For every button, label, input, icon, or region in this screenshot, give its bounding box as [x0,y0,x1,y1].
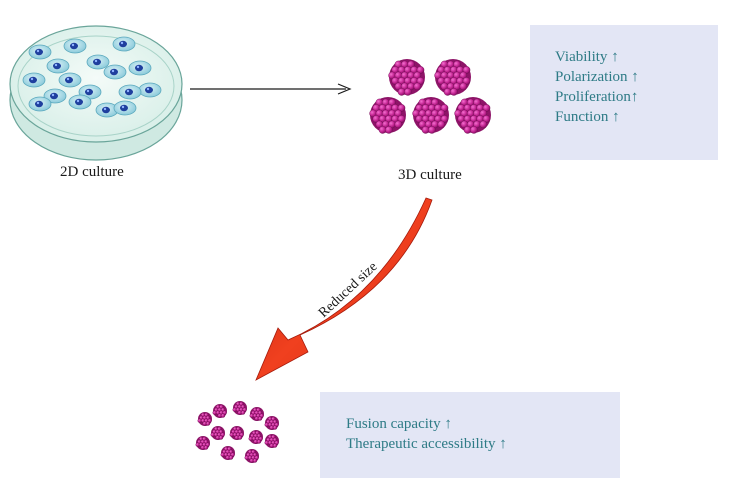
label-3d-culture: 3D culture [398,167,462,183]
property-proliferation: Proliferation↑ [555,89,639,105]
spheroid-icon [210,426,225,440]
dish-cells [22,36,162,118]
flat-cell-icon [118,84,142,100]
property-therapeutic-accessibility: Therapeutic accessibility ↑ [346,436,507,452]
spheroid-icon [264,416,279,430]
large-spheroids-icon [369,59,491,134]
spheroid-icon [264,434,279,448]
arrow-2d-to-3d-icon [190,83,352,95]
flat-cell-icon [113,100,137,116]
spheroid-icon [244,449,259,463]
label-2d-culture: 2D culture [60,164,124,180]
flat-cell-icon [63,38,87,54]
spheroid-icon [232,401,247,415]
property-viability: Viability ↑ [555,49,619,65]
up-arrow-icon: ↑ [612,109,620,125]
up-arrow-icon: ↑ [444,416,452,432]
spheroid-icon [197,412,212,426]
spheroid-icon [212,404,227,418]
spheroid-icon [248,430,263,444]
up-arrow-icon: ↑ [611,49,619,65]
property-fusion-capacity: Fusion capacity ↑ [346,416,452,432]
box-small-properties: Fusion capacity ↑ Therapeutic accessibil… [320,392,620,478]
spheroid-icon [195,436,210,450]
flat-cell-icon [112,36,136,52]
flat-cell-icon [86,54,110,70]
red-curved-arrow-icon [255,197,433,381]
box-3d-properties: Viability ↑ Polarization ↑ Proliferation… [530,25,718,160]
flat-cell-icon [68,94,92,110]
flat-cell-icon [22,72,46,88]
spheroid-icon [229,426,244,440]
spheroid-icon [249,407,264,421]
spheroid-icon [220,446,235,460]
up-arrow-icon: ↑ [499,436,507,452]
spheroid-icon [434,59,471,96]
flat-cell-icon [28,44,52,60]
spheroid-icon [454,97,491,134]
up-arrow-icon: ↑ [631,69,639,85]
flat-cell-icon [58,72,82,88]
property-function: Function ↑ [555,109,620,125]
spheroid-icon [388,59,425,96]
spheroid-icon [412,97,449,134]
property-polarization: Polarization ↑ [555,69,639,85]
spheroid-icon [369,97,406,134]
flat-cell-icon [128,60,152,76]
flat-cell-icon [43,88,67,104]
flat-cell-icon [138,82,162,98]
flat-cell-icon [46,58,70,74]
small-spheroids-icon [195,401,279,463]
flat-cell-icon [103,64,127,80]
flat-cell-icon [28,96,52,112]
petri-dish-icon [9,25,183,161]
up-arrow-icon: ↑ [630,89,639,105]
